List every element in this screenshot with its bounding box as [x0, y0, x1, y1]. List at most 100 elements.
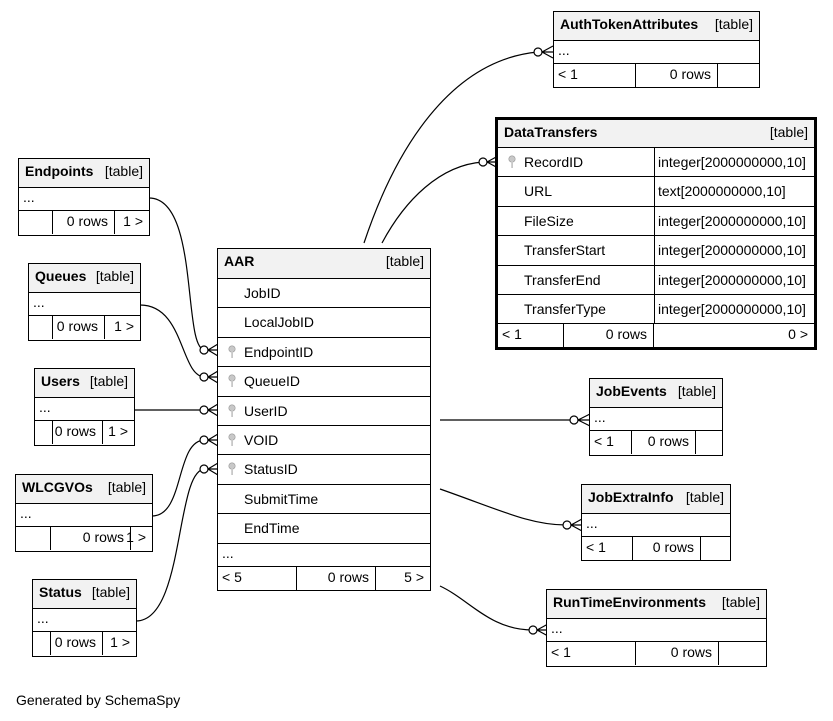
table-header: Users [table] — [35, 369, 134, 398]
column-row[interactable]: JobID — [218, 279, 430, 309]
column-row[interactable]: TransferStart integer[2000000000,10] — [498, 236, 814, 266]
ellipsis-row: ... — [547, 619, 766, 642]
column-row[interactable]: RecordID integer[2000000000,10] — [498, 148, 814, 178]
table-header: DataTransfers [table] — [498, 120, 814, 148]
table-header: RunTimeEnvironments [table] — [547, 590, 766, 619]
table-footer: 0 rows 1 > — [35, 421, 134, 444]
column-type: integer[2000000000,10] — [654, 265, 806, 294]
column-row[interactable]: UserID — [218, 397, 430, 426]
link-aar-authtoken — [363, 51, 539, 244]
key-icon — [228, 374, 236, 391]
table-endpoints[interactable]: Endpoints [table] ... 0 rows 1 > — [18, 158, 150, 236]
marker-vo — [199, 435, 209, 445]
column-name: TransferStart — [524, 242, 606, 259]
column-type: integer[2000000000,10] — [654, 294, 806, 324]
table-header: Endpoints [table] — [19, 159, 149, 188]
ellipsis-row: ... — [35, 398, 134, 421]
table-type: [table] — [95, 268, 134, 284]
row-count: 0 rows — [66, 213, 108, 229]
parents-count[interactable]: < 5 — [222, 568, 242, 585]
table-header: Queues [table] — [29, 264, 140, 293]
column-row[interactable]: EndpointID — [218, 338, 430, 368]
column-row[interactable]: LocalJobID — [218, 308, 430, 338]
column-name: FileSize — [524, 212, 574, 229]
link-endpoints-aar — [148, 197, 206, 351]
column-name: QueueID — [244, 373, 301, 390]
table-jobevents[interactable]: JobEvents [table] ... < 1 0 rows — [589, 378, 723, 456]
key-icon — [228, 345, 236, 362]
table-header: WLCGVOs [table] — [16, 475, 152, 504]
column-row[interactable]: FileSize integer[2000000000,10] — [498, 206, 814, 237]
children-count[interactable]: 1 > — [126, 529, 146, 545]
row-count: 0 rows — [54, 423, 96, 439]
column-name: UserID — [244, 402, 288, 419]
table-datatransfers[interactable]: DataTransfers [table] RecordID integer[2… — [495, 117, 817, 350]
marker-jobextrainfo — [562, 520, 572, 530]
table-footer: 0 rows 1 > — [16, 527, 152, 550]
key-icon — [228, 404, 236, 421]
parents-count[interactable]: < 1 — [551, 644, 571, 660]
link-aar-jobextrainfo — [439, 488, 567, 526]
table-footer: 0 rows 1 > — [29, 316, 140, 339]
column-row[interactable]: StatusID — [218, 455, 430, 485]
link-status-aar — [135, 468, 206, 622]
column-type: text[2000000000,10] — [654, 177, 786, 206]
ellipsis-row: ... — [19, 188, 149, 211]
table-type: [table] — [385, 253, 424, 269]
column-name: URL — [524, 183, 553, 200]
table-name: AAR — [224, 253, 255, 269]
table-type: [table] — [677, 383, 716, 399]
marker-datatransfers — [478, 157, 488, 167]
parents-count[interactable]: < 1 — [558, 66, 578, 82]
table-aar[interactable]: AAR [table] JobID LocalJobID EndpointID … — [217, 248, 431, 591]
ellipsis-row: ... — [582, 514, 730, 537]
ellipsis-row: ... — [16, 504, 152, 527]
table-runtimeenvironments[interactable]: RunTimeEnvironments [table] ... < 1 0 ro… — [546, 589, 767, 667]
row-count: 0 rows — [670, 644, 712, 660]
column-row[interactable]: TransferEnd integer[2000000000,10] — [498, 265, 814, 295]
table-name: Status — [39, 584, 82, 600]
column-row[interactable]: URL text[2000000000,10] — [498, 177, 814, 207]
column-row[interactable]: VOID — [218, 426, 430, 456]
key-icon — [228, 462, 236, 479]
column-row[interactable]: QueueID — [218, 367, 430, 397]
table-footer: < 1 0 rows — [582, 537, 730, 560]
link-queues-aar — [139, 304, 206, 378]
table-type: [table] — [714, 16, 753, 32]
row-count: 0 rows — [327, 568, 369, 585]
table-name: DataTransfers — [504, 124, 598, 140]
marker-runtimeenv — [528, 625, 538, 635]
row-count: 0 rows — [669, 66, 711, 82]
link-wlcgvos-aar — [151, 439, 206, 517]
table-name: AuthTokenAttributes — [560, 16, 699, 32]
children-count[interactable]: 1 > — [114, 318, 134, 334]
table-queues[interactable]: Queues [table] ... 0 rows 1 > — [28, 263, 141, 341]
column-name: EndTime — [244, 520, 300, 537]
table-footer: < 1 0 rows — [554, 64, 759, 87]
parents-count[interactable]: < 1 — [586, 539, 606, 555]
table-status[interactable]: Status [table] ... 0 rows 1 > — [32, 579, 137, 657]
key-icon — [508, 155, 516, 172]
children-count[interactable]: 1 > — [110, 634, 130, 650]
table-type: [table] — [91, 584, 130, 600]
children-count[interactable]: 1 > — [108, 423, 128, 439]
column-row[interactable]: TransferType integer[2000000000,10] — [498, 294, 814, 325]
table-users[interactable]: Users [table] ... 0 rows 1 > — [34, 368, 135, 446]
children-count[interactable]: 1 > — [123, 213, 143, 229]
column-name: VOID — [244, 431, 279, 448]
table-wlcgvos[interactable]: WLCGVOs [table] ... 0 rows 1 > — [15, 474, 153, 552]
column-row[interactable]: SubmitTime — [218, 485, 430, 515]
table-authtokenattributes[interactable]: AuthTokenAttributes [table] ... < 1 0 ro… — [553, 11, 760, 88]
parents-count[interactable]: < 1 — [502, 326, 522, 343]
table-type: [table] — [89, 373, 128, 389]
ellipsis-row: ... — [554, 41, 759, 64]
children-count[interactable]: 0 > — [788, 326, 808, 343]
table-type: [table] — [107, 479, 146, 495]
table-jobextrainfo[interactable]: JobExtraInfo [table] ... < 1 0 rows — [581, 484, 731, 561]
column-row[interactable]: EndTime — [218, 514, 430, 544]
parents-count[interactable]: < 1 — [594, 433, 614, 449]
children-count[interactable]: 5 > — [404, 568, 424, 585]
table-header: Status [table] — [33, 580, 136, 609]
table-footer: < 1 0 rows — [547, 642, 766, 665]
